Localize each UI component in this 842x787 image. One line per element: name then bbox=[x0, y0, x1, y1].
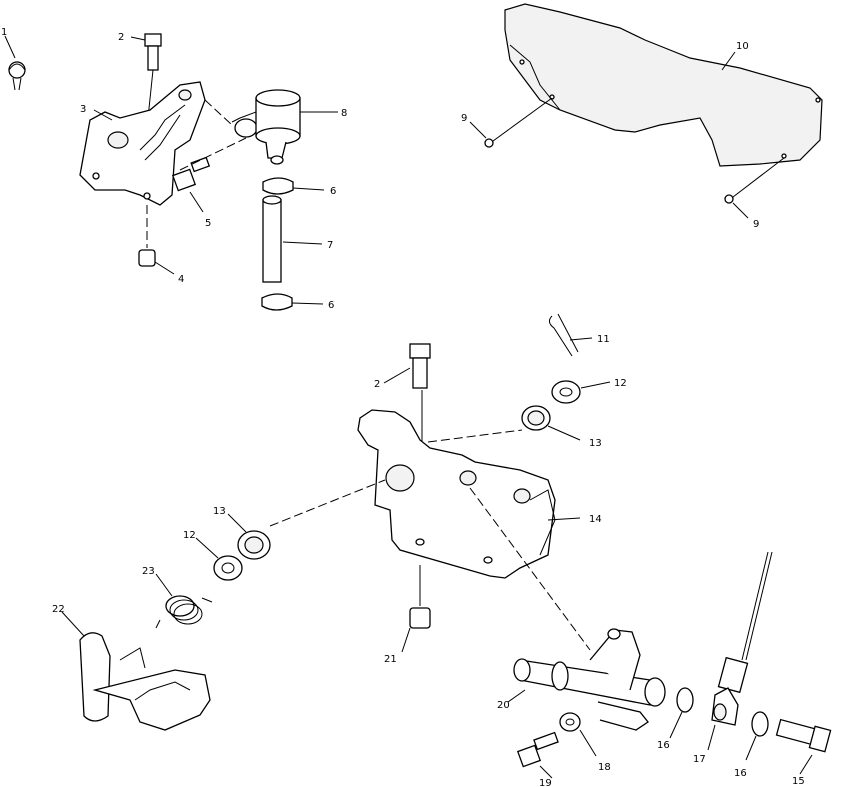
part-12-washer-left bbox=[195, 537, 243, 581]
callout-19: 19 bbox=[539, 778, 552, 787]
callout-7: 7 bbox=[327, 240, 333, 251]
part-23-spring bbox=[155, 573, 213, 629]
callout-22: 22 bbox=[52, 604, 65, 615]
callout-6-top: 6 bbox=[330, 186, 336, 197]
callout-12-right: 12 bbox=[614, 378, 627, 389]
part-20-shaft bbox=[469, 487, 666, 731]
callout-18: 18 bbox=[598, 762, 611, 773]
part-15-bolt bbox=[775, 718, 832, 775]
part-10-cover bbox=[504, 3, 823, 167]
part-1-clip bbox=[4, 35, 26, 91]
part-19-bolt bbox=[516, 731, 559, 779]
part-16-washer-left bbox=[669, 687, 694, 739]
callout-17: 17 bbox=[693, 754, 706, 765]
part-3-bracket bbox=[79, 81, 206, 206]
callout-9-right: 9 bbox=[753, 219, 759, 230]
callout-24: 2 bbox=[374, 379, 380, 390]
part-24-bolt bbox=[383, 343, 431, 460]
callout-6-bottom: 6 bbox=[328, 300, 334, 311]
callout-2: 2 bbox=[118, 32, 124, 43]
part-4-nut bbox=[138, 205, 175, 275]
callout-12-left: 12 bbox=[183, 530, 196, 541]
part-13-bushing-left bbox=[227, 513, 271, 560]
part-6-clamp-top bbox=[262, 177, 325, 195]
part-7-hose bbox=[262, 195, 323, 283]
callout-16-right: 16 bbox=[734, 768, 747, 779]
part-17-cable bbox=[707, 551, 773, 751]
callout-8: 8 bbox=[341, 108, 347, 119]
part-5-bolt bbox=[171, 156, 211, 213]
callout-5: 5 bbox=[205, 218, 211, 229]
part-21-nut bbox=[401, 565, 431, 653]
callout-20: 20 bbox=[497, 700, 510, 711]
part-6-clamp-bottom bbox=[261, 293, 324, 311]
part-22-pedal bbox=[61, 611, 211, 731]
callout-9-left: 9 bbox=[461, 113, 467, 124]
callout-13-right: 13 bbox=[589, 438, 602, 449]
callout-10: 10 bbox=[736, 41, 749, 52]
part-14-main-bracket bbox=[269, 409, 581, 579]
callout-14: 14 bbox=[589, 514, 602, 525]
callout-11: 11 bbox=[597, 334, 610, 345]
callout-3: 3 bbox=[80, 104, 86, 115]
part-9-screw-left bbox=[469, 97, 553, 148]
part-18-washer bbox=[559, 712, 597, 757]
callout-13-left: 13 bbox=[213, 506, 226, 517]
callout-1: 1 bbox=[1, 27, 7, 38]
part-11-cotter-pin bbox=[548, 313, 593, 357]
part-13-bushing-right bbox=[427, 405, 581, 443]
part-12-washer-right bbox=[551, 380, 611, 404]
callout-15: 15 bbox=[792, 776, 805, 787]
part-8-reservoir bbox=[179, 89, 338, 171]
callout-23: 23 bbox=[142, 566, 155, 577]
callout-labels: 1 2 3 4 5 6 7 6 8 9 10 9 11 12 2 13 14 1… bbox=[1, 27, 805, 787]
part-2-bolt-top bbox=[130, 33, 162, 119]
part-16-washer-right bbox=[745, 711, 769, 761]
callout-21: 21 bbox=[384, 654, 397, 665]
part-9-screw-right bbox=[724, 157, 785, 219]
callout-4: 4 bbox=[178, 274, 184, 285]
callout-16-left: 16 bbox=[657, 740, 670, 751]
